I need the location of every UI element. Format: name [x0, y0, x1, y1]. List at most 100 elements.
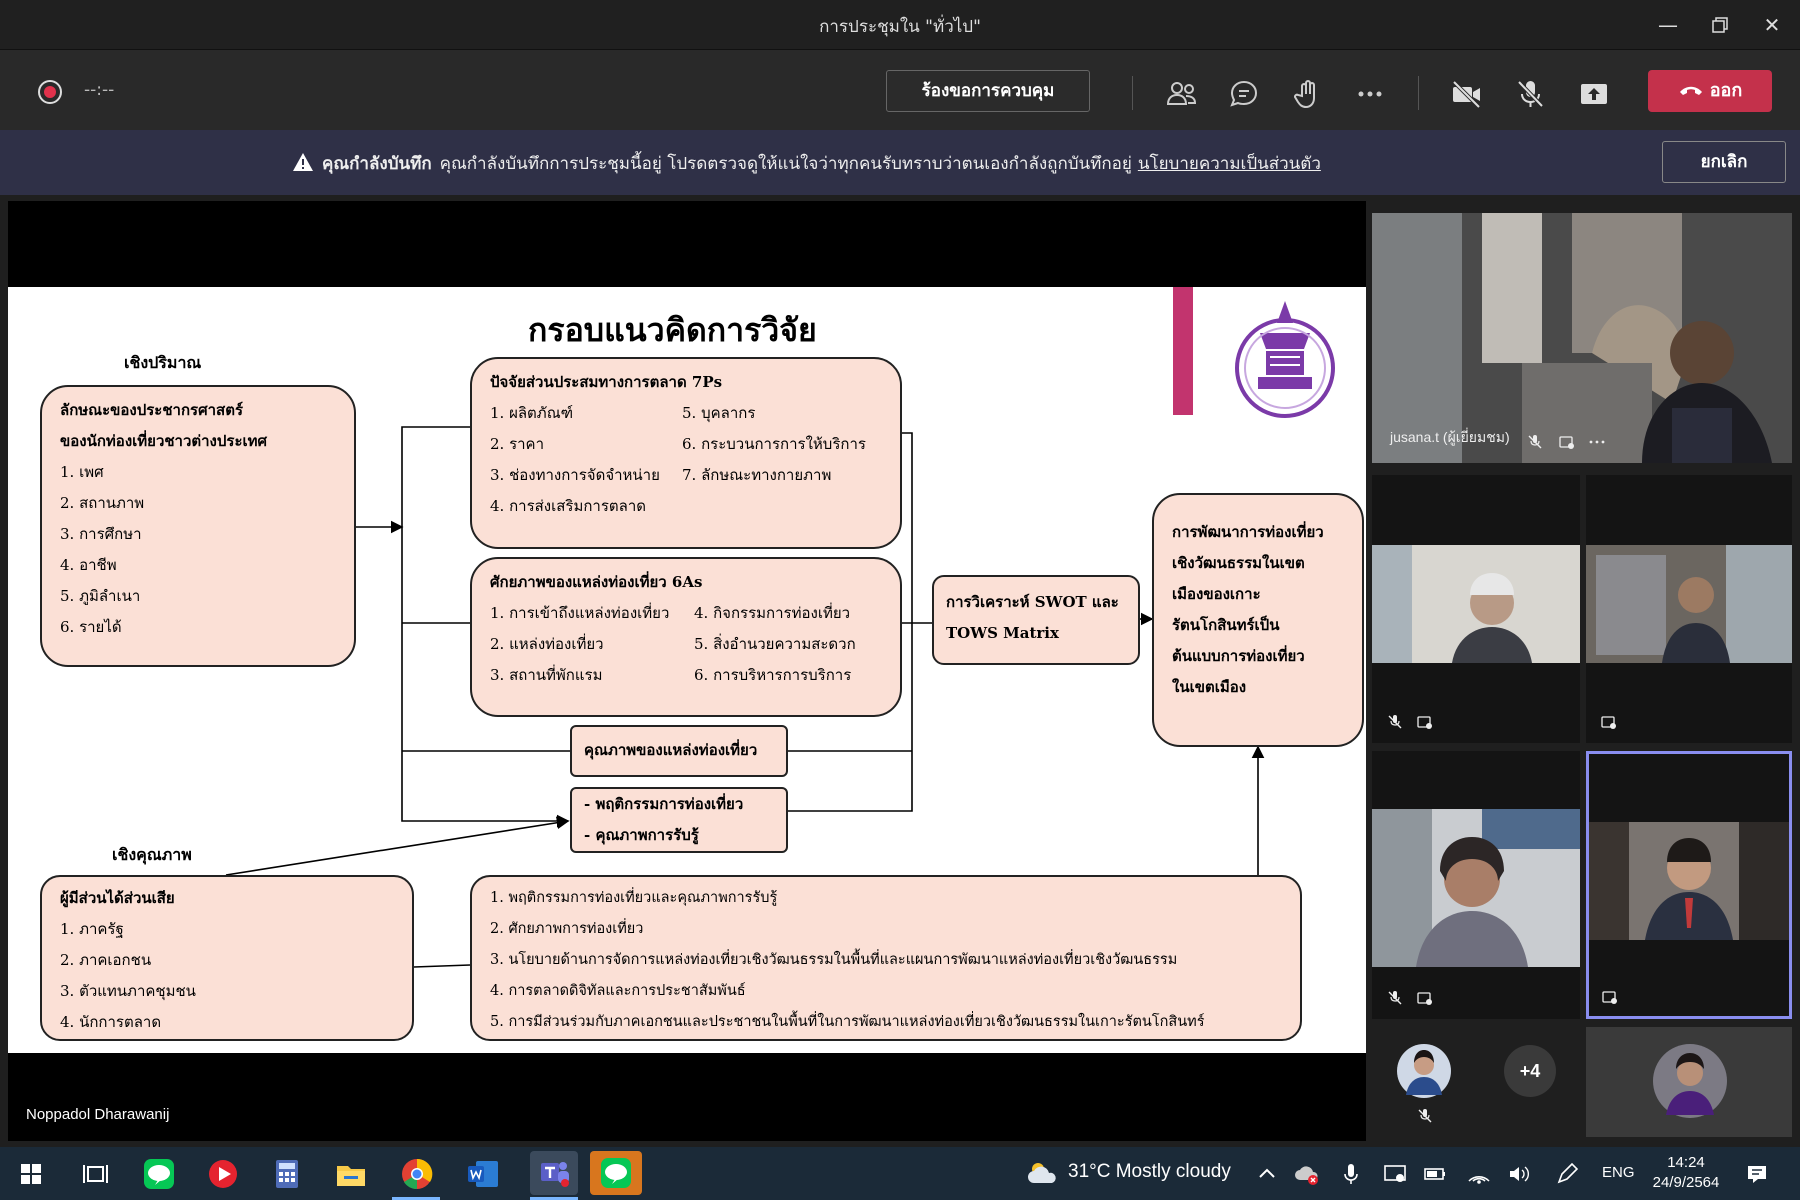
window-title: การประชุมใน "ทั่วไป" [819, 17, 981, 37]
windows-start-icon[interactable] [12, 1155, 50, 1193]
chrome-icon[interactable] [398, 1155, 436, 1193]
pin-icon[interactable] [1601, 988, 1619, 1006]
stakeholders-box: ผู้มีส่วนได้ส่วนเสีย 1. ภาครัฐ 2. ภาคเอก… [40, 875, 414, 1041]
more-options-icon[interactable] [1350, 74, 1390, 114]
avatar[interactable] [1396, 1043, 1452, 1099]
request-control-button[interactable]: ร้องขอการควบคุม [886, 70, 1090, 112]
screen-share-tray-icon[interactable] [1382, 1161, 1408, 1187]
system-clock[interactable]: 14:24 24/9/2564 [1650, 1153, 1722, 1193]
battery-icon[interactable] [1422, 1161, 1448, 1187]
line-app-icon[interactable] [140, 1155, 178, 1193]
participant-tile[interactable] [1586, 475, 1792, 743]
participants-icon[interactable] [1162, 74, 1202, 114]
notifications-icon[interactable] [1744, 1161, 1770, 1187]
participant-name: jusana.t (ผู้เยี่ยมชม) [1390, 429, 1510, 445]
marketing-mix-item: 1. ผลิตภัณฑ์ [490, 404, 574, 422]
marketing-mix-box: ปัจจัยส่วนประสมทางการตลาด 7Ps 1. ผลิตภัณ… [470, 357, 902, 549]
research-issue-item: 4. การตลาดดิจิทัลและการประชาสัมพันธ์ [490, 983, 746, 999]
recording-banner: คุณกำลังบันทึกคุณกำลังบันทึกการประชุมนี้… [0, 130, 1800, 195]
pin-icon[interactable] [1558, 433, 1576, 451]
qualitative-label: เชิงคุณภาพ [112, 845, 192, 864]
demographics-item: 5. ภูมิลำเนา [60, 587, 141, 605]
meeting-timer: --:-- [84, 80, 115, 100]
tourism-potential-box: ศักยภาพของแหล่งท่องเที่ยว 6As 1. การเข้า… [470, 557, 902, 717]
privacy-policy-link[interactable]: นโยบายความเป็นส่วนตัว [1137, 154, 1321, 174]
leave-button[interactable]: ออก [1648, 70, 1772, 112]
marketing-mix-item: 5. บุคลากร [682, 404, 756, 422]
media-player-icon[interactable] [204, 1155, 242, 1193]
calculator-icon[interactable] [268, 1155, 306, 1193]
participant-tile-active[interactable] [1586, 751, 1792, 1019]
microphone-off-icon [1526, 433, 1544, 451]
chevron-up-icon[interactable] [1254, 1161, 1280, 1187]
participant-video [1372, 545, 1580, 663]
marketing-mix-item: 4. การส่งเสริมการตลาด [490, 497, 647, 515]
cancel-recording-button[interactable]: ยกเลิก [1662, 141, 1786, 183]
slide-title: กรอบแนวคิดการวิจัย [528, 311, 817, 349]
camera-off-icon[interactable] [1446, 74, 1486, 114]
quantitative-label: เชิงปริมาณ [124, 353, 202, 372]
word-icon[interactable] [464, 1155, 502, 1193]
pin-icon[interactable] [1416, 989, 1434, 1007]
stakeholders-item: 4. นักการตลาด [60, 1013, 162, 1031]
shared-screen[interactable]: กรอบแนวคิดการวิจัย เชิงปริมาณ เชิงคุณภาพ [8, 201, 1366, 1141]
volume-icon[interactable] [1506, 1161, 1532, 1187]
pin-icon[interactable] [1416, 713, 1434, 731]
cloud-sync-icon[interactable] [1294, 1161, 1320, 1187]
more-icon[interactable] [1588, 433, 1606, 451]
participant-video [1372, 213, 1792, 463]
weather-widget[interactable]: 31°C Mostly cloudy [1068, 1161, 1231, 1182]
demographics-heading: ลักษณะของประชากรศาสตร์ [60, 401, 243, 419]
participant-tile[interactable] [1372, 475, 1580, 743]
participant-tile-main[interactable]: jusana.t (ผู้เยี่ยมชม) [1372, 213, 1792, 463]
swot-box: การวิเคราะห์ SWOT และ TOWS Matrix [932, 575, 1140, 665]
accent-bar [1173, 287, 1193, 415]
research-issue-item: 2. ศักยภาพการท่องเที่ยว [490, 921, 644, 937]
participant-tile[interactable] [1372, 751, 1580, 1019]
task-view-icon[interactable] [76, 1155, 114, 1193]
quality-box: คุณภาพของแหล่งท่องเที่ยว [570, 725, 788, 777]
result-line: รัตนโกสินทร์เป็น [1172, 616, 1280, 634]
teams-icon[interactable] [530, 1151, 578, 1195]
demographics-item: 3. การศึกษา [60, 525, 142, 543]
microphone-off-icon[interactable] [1510, 74, 1550, 114]
result-line: ต้นแบบการท่องเที่ยว [1172, 647, 1305, 665]
behavior-item: - พฤติกรรมการท่องเที่ยว [584, 795, 744, 813]
microphone-tray-icon[interactable] [1338, 1161, 1364, 1187]
stakeholders-item: 3. ตัวแทนภาคชุมชน [60, 982, 196, 1000]
recording-label: คุณกำลังบันทึก [322, 154, 432, 174]
self-view-tile[interactable] [1586, 1027, 1792, 1137]
line-app-flashing-icon[interactable] [590, 1151, 642, 1195]
clock-date: 24/9/2564 [1652, 1174, 1720, 1191]
wifi-icon[interactable] [1466, 1161, 1492, 1187]
input-language[interactable]: ENG [1602, 1164, 1635, 1181]
research-issue-item: 1. พฤติกรรมการท่องเที่ยวและคุณภาพการรับร… [490, 890, 778, 906]
minimize-icon[interactable]: — [1658, 13, 1678, 37]
clock-time: 14:24 [1667, 1154, 1705, 1171]
recording-icon [38, 80, 62, 104]
close-icon[interactable]: ✕ [1763, 13, 1781, 37]
restore-icon[interactable] [1700, 8, 1740, 42]
active-indicator [392, 1197, 440, 1200]
slide: กรอบแนวคิดการวิจัย เชิงปริมาณ เชิงคุณภาพ [8, 287, 1366, 1053]
tourism-potential-heading: ศักยภาพของแหล่งท่องเที่ยว 6As [490, 573, 703, 591]
file-explorer-icon[interactable] [332, 1155, 370, 1193]
raise-hand-icon[interactable] [1288, 74, 1328, 114]
stakeholders-item: 1. ภาครัฐ [60, 920, 124, 938]
chat-icon[interactable] [1224, 74, 1264, 114]
participant-video [1586, 545, 1792, 663]
quality-label: คุณภาพของแหล่งท่องเที่ยว [584, 741, 758, 759]
swot-label: การวิเคราะห์ SWOT และ [946, 593, 1119, 611]
pin-icon[interactable] [1600, 713, 1618, 731]
result-line: การพัฒนาการท่องเที่ยว [1172, 523, 1324, 541]
result-line: ในเขตเมือง [1172, 678, 1247, 696]
research-issues-box: 1. พฤติกรรมการท่องเที่ยวและคุณภาพการรับร… [470, 875, 1302, 1041]
result-line: เมืองของเกาะ [1172, 585, 1261, 603]
more-participants-badge[interactable]: +4 [1504, 1045, 1556, 1097]
active-indicator [530, 1197, 578, 1200]
marketing-mix-item: 2. ราคา [490, 435, 545, 453]
share-screen-icon[interactable] [1574, 74, 1614, 114]
pen-icon[interactable] [1554, 1161, 1580, 1187]
stakeholders-item: 2. ภาคเอกชน [60, 951, 152, 969]
